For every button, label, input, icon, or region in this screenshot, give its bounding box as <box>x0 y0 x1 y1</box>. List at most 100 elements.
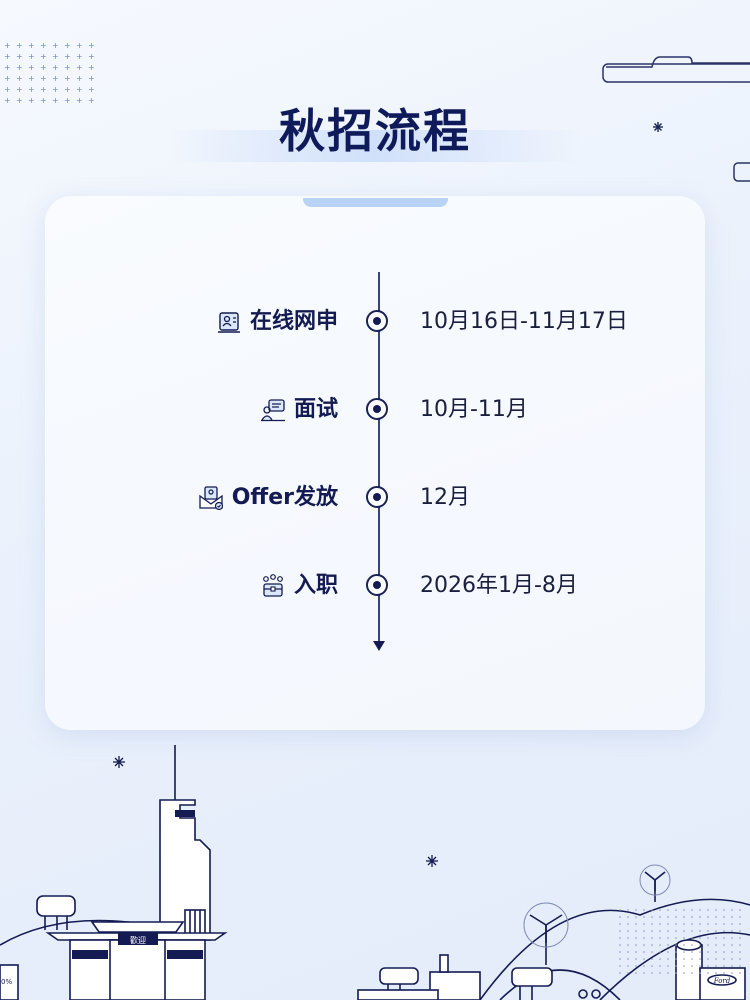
hill-dot <box>699 909 701 911</box>
hill-dot <box>739 923 741 925</box>
hill-dot <box>619 937 621 939</box>
dot-grid-mark: + <box>64 85 71 94</box>
hill-dot <box>691 916 693 918</box>
hill-dot <box>707 923 709 925</box>
dot-grid-mark: + <box>40 63 47 72</box>
hill-dot <box>635 930 637 932</box>
hill-dot <box>739 965 741 967</box>
dot-grid-mark: + <box>64 52 71 61</box>
step-label: Offer发放 <box>231 485 338 510</box>
dot-grid-mark: + <box>64 41 71 50</box>
hill-dot <box>731 937 733 939</box>
timeline-node <box>366 398 388 420</box>
page-title: 秋招流程 <box>279 104 471 158</box>
timeline-step-interview: 面试 10月-11月 <box>0 390 750 430</box>
hill-dot <box>635 937 637 939</box>
hill-dot <box>739 916 741 918</box>
dot-grid-mark: + <box>88 96 95 105</box>
hill-dot <box>699 951 701 953</box>
timeline-step-offer: Offer发放 12月 <box>0 478 750 518</box>
hill-dot <box>675 972 677 974</box>
hill-dot <box>651 965 653 967</box>
hill-dot <box>619 909 621 911</box>
dot-grid-mark: + <box>28 52 35 61</box>
hill-dot <box>643 951 645 953</box>
onboarding-team-icon <box>263 574 283 597</box>
dot-grid-mark: + <box>52 74 59 83</box>
hill-dot <box>691 937 693 939</box>
hill-dot <box>683 923 685 925</box>
dot-grid-mark: + <box>4 41 11 50</box>
cloud-outline-decoration <box>602 56 750 182</box>
application-form-icon <box>217 312 240 333</box>
dot-grid-mark: + <box>4 63 11 72</box>
hill-dot <box>715 937 717 939</box>
hill-dot <box>731 951 733 953</box>
hill-dot <box>659 930 661 932</box>
hill-dot <box>707 930 709 932</box>
hill-dot <box>715 909 717 911</box>
dot-grid-mark: + <box>64 74 71 83</box>
hill-dot <box>619 965 621 967</box>
hill-dot <box>651 923 653 925</box>
hill-dot <box>707 937 709 939</box>
dot-grid-mark: + <box>16 52 23 61</box>
hill-dot <box>683 916 685 918</box>
hill-dot <box>667 909 669 911</box>
hill-dot <box>627 923 629 925</box>
dot-grid-mark: + <box>88 52 95 61</box>
timeline-node <box>366 310 388 332</box>
hill-dot <box>691 944 693 946</box>
hill-dot <box>667 965 669 967</box>
hill-dot <box>667 923 669 925</box>
hill-dot <box>683 972 685 974</box>
hill-dot <box>683 909 685 911</box>
hill-dot <box>731 972 733 974</box>
hill-dot <box>707 944 709 946</box>
hill-dot <box>699 923 701 925</box>
hill-dot <box>707 965 709 967</box>
dot-grid-mark: + <box>76 74 83 83</box>
hill-dot <box>699 916 701 918</box>
hill-dot <box>619 972 621 974</box>
hill-dot <box>635 972 637 974</box>
hill-dot <box>651 930 653 932</box>
dot-grid-mark: + <box>76 52 83 61</box>
hill-dot <box>691 965 693 967</box>
hill-dot <box>643 965 645 967</box>
hill-dot <box>675 916 677 918</box>
hill-dot <box>715 916 717 918</box>
dot-grid-mark: + <box>64 96 71 105</box>
hill-dot <box>699 972 701 974</box>
hill-dot <box>715 923 717 925</box>
brand-sign-text: Ford <box>713 977 731 985</box>
hill-dot <box>715 944 717 946</box>
hill-dot <box>707 958 709 960</box>
hill-dot <box>659 937 661 939</box>
dot-grid-mark: + <box>52 52 59 61</box>
hill-dot <box>723 972 725 974</box>
hill-dot <box>643 944 645 946</box>
hill-dot <box>707 972 709 974</box>
gate-sign-text: 歡迎 <box>130 935 146 945</box>
timeline-line <box>378 272 380 642</box>
hill-dot <box>683 965 685 967</box>
hill-dot <box>715 951 717 953</box>
hill-dot <box>723 944 725 946</box>
hill-dot <box>699 937 701 939</box>
hill-dot <box>675 965 677 967</box>
hill-dot <box>667 930 669 932</box>
card-tab-accent <box>303 198 448 207</box>
hill-dot <box>619 944 621 946</box>
dot-grid-mark: + <box>76 63 83 72</box>
hill-dot <box>723 923 725 925</box>
step-date: 12月 <box>420 485 470 510</box>
dot-grid-mark: + <box>4 52 11 61</box>
city-skyline-illustration: 歡迎 Ford 0% <box>0 745 750 1000</box>
hill-dot <box>667 916 669 918</box>
hill-dot <box>659 951 661 953</box>
hill-dot <box>675 923 677 925</box>
dot-grid-mark: + <box>4 96 11 105</box>
hill-dot <box>659 944 661 946</box>
hill-dot <box>659 958 661 960</box>
